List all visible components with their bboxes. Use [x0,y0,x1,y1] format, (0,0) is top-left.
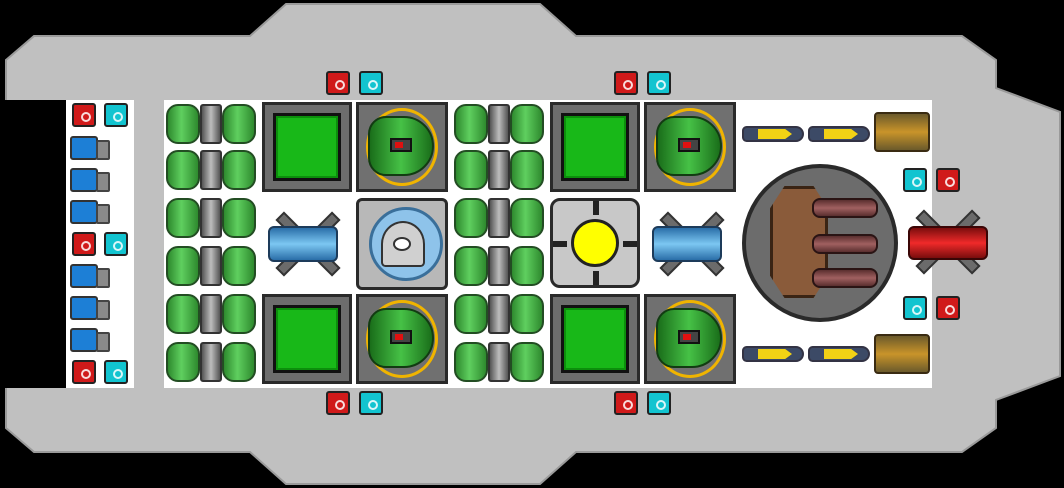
cyan-button-icon[interactable] [359,391,383,415]
brown-turret-icon[interactable] [742,164,898,322]
green-screen-icon[interactable] [262,102,352,192]
yellow-missile-icon[interactable] [808,340,870,368]
red-button-icon[interactable] [326,71,350,95]
green-tank-icon [454,340,544,384]
cyan-button-icon[interactable] [647,71,671,95]
drone-bay [644,102,736,192]
red-button-icon[interactable] [72,103,96,127]
yellow-reactor-icon[interactable] [571,219,619,267]
green-tank-icon [454,196,544,240]
red-button-icon[interactable] [936,296,960,320]
reactor-room [550,198,640,288]
hull-opening [4,100,66,388]
blue-battery-icon [70,200,110,224]
red-button-icon[interactable] [326,391,350,415]
gold-launcher-icon[interactable] [874,112,930,152]
red-button-icon[interactable] [614,71,638,95]
blue-battery-icon [70,168,110,192]
cyan-button-icon[interactable] [104,360,128,384]
blue-battery-icon [70,328,110,352]
drone-bay [356,294,448,384]
green-tank-icon [454,292,544,336]
yellow-missile-icon[interactable] [742,120,804,148]
gold-launcher-icon[interactable] [874,334,930,374]
green-drone-icon[interactable] [644,102,736,194]
red-button-icon[interactable] [72,360,96,384]
cyan-button-icon[interactable] [647,391,671,415]
blue-fan-icon[interactable] [646,198,738,290]
cyan-button-icon[interactable] [104,232,128,256]
green-tank-icon [454,102,544,146]
blue-battery-icon [70,264,110,288]
blue-fan-icon[interactable] [262,198,354,290]
blue-battery-icon [70,296,110,320]
green-tank-icon [166,102,256,146]
cyan-button-icon[interactable] [104,103,128,127]
yellow-missile-icon[interactable] [742,340,804,368]
blue-dome-icon[interactable] [356,198,448,290]
drone-bay [644,294,736,384]
green-tank-icon [166,148,256,192]
cyan-button-icon[interactable] [903,168,927,192]
cyan-button-icon[interactable] [359,71,383,95]
green-tank-icon [166,340,256,384]
red-button-icon[interactable] [72,232,96,256]
green-tank-icon [454,244,544,288]
red-button-icon[interactable] [614,391,638,415]
drone-bay [356,102,448,192]
green-tank-icon [454,148,544,192]
green-tank-icon [166,196,256,240]
green-screen-icon[interactable] [550,102,640,192]
yellow-missile-icon[interactable] [808,120,870,148]
green-drone-icon[interactable] [356,102,448,194]
cyan-button-icon[interactable] [903,296,927,320]
green-tank-icon [166,292,256,336]
green-tank-icon [166,244,256,288]
red-cannon-icon[interactable] [900,196,996,292]
red-button-icon[interactable] [936,168,960,192]
green-drone-icon[interactable] [644,294,736,386]
blue-battery-icon [70,136,110,160]
green-screen-icon[interactable] [262,294,352,384]
green-screen-icon[interactable] [550,294,640,384]
green-drone-icon[interactable] [356,294,448,386]
